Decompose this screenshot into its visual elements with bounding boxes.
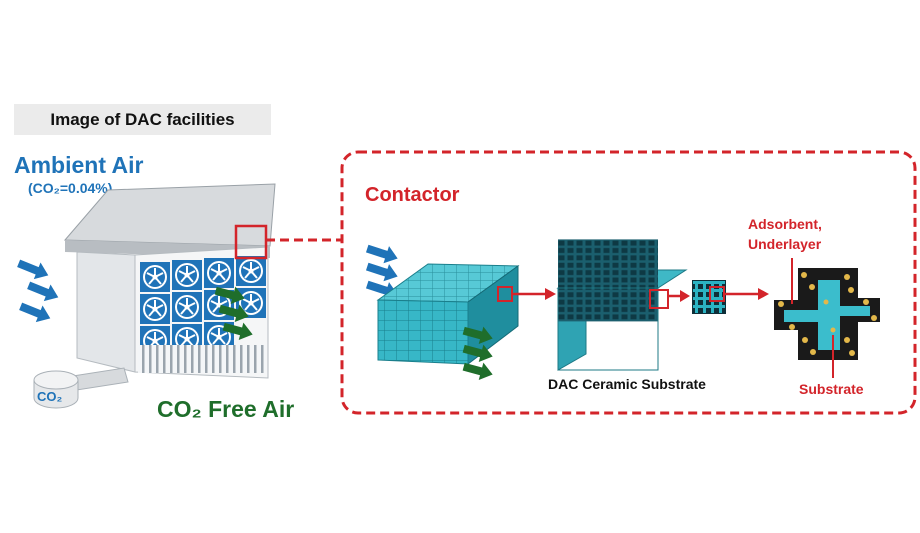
- co2-tank-label: CO₂: [37, 389, 63, 404]
- ambient-air-arrows: [15, 255, 62, 327]
- adsorbent-label-line2: Underlayer: [748, 236, 822, 252]
- contactor-block: [376, 263, 520, 366]
- adsorbent-label-line1: Adsorbent,: [748, 216, 822, 232]
- zoom-arrow-3: [724, 288, 769, 300]
- adsorbent-label: Adsorbent, Underlayer: [748, 214, 822, 254]
- zoom-arrow-2: [668, 290, 690, 302]
- substrate-label: Substrate: [799, 381, 864, 397]
- co2-free-air-label: CO₂ Free Air: [157, 396, 295, 422]
- ceramic-substrate-cube: [556, 239, 688, 371]
- diagram-title: Image of DAC facilities: [14, 104, 271, 135]
- dac-facility-illustration: [63, 183, 276, 379]
- ceramic-substrate-caption: DAC Ceramic Substrate: [548, 376, 706, 392]
- substrate-cross-section: [774, 268, 880, 360]
- ambient-air-label: Ambient Air: [14, 152, 144, 178]
- zoom-arrow-1: [512, 288, 556, 300]
- cell-closeup-grid: [692, 280, 726, 314]
- contactor-panel: [340, 150, 917, 415]
- co2-concentration-label: (CO₂=0.04%): [28, 180, 113, 196]
- co2-tank-icon: [33, 367, 129, 409]
- contactor-title: Contactor: [365, 184, 460, 206]
